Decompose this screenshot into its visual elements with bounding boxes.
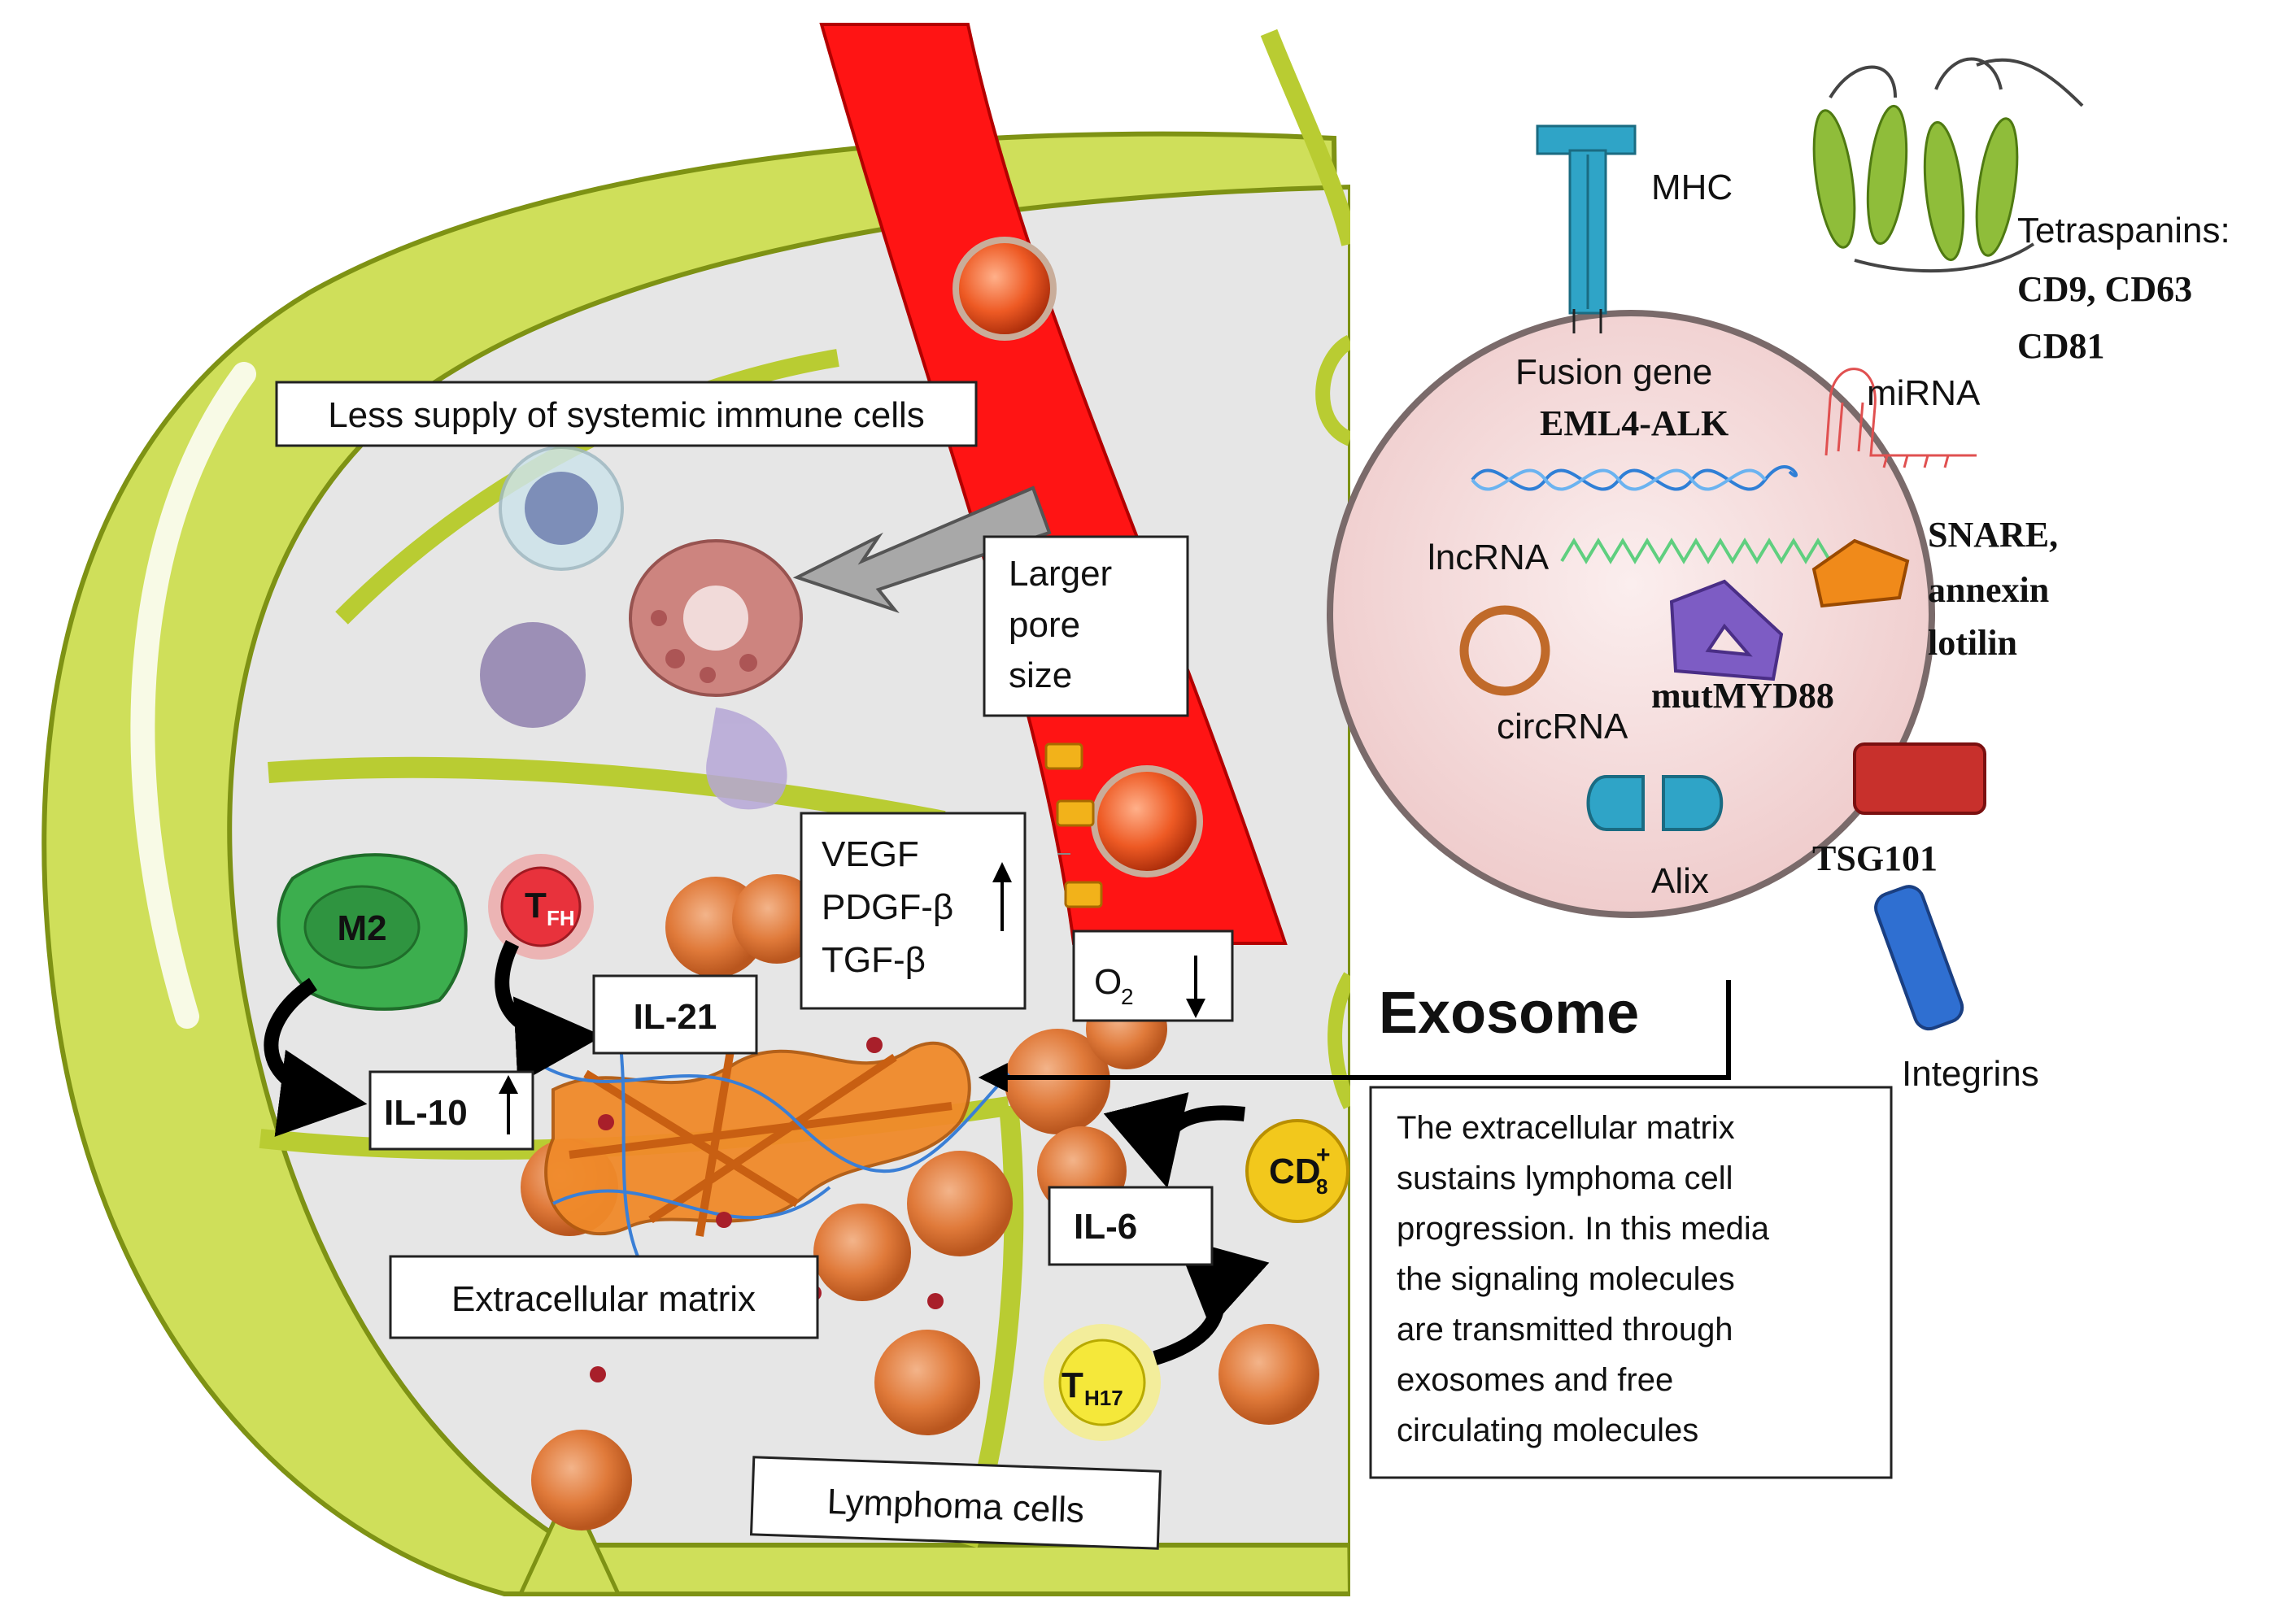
hairpin-rna-icon [1824, 368, 1977, 468]
lymphoma-cell [1005, 1029, 1110, 1134]
tetraspanin-icon [1812, 57, 2084, 273]
ring-icon [1459, 605, 1550, 696]
larger-pore-line-3: size [1009, 655, 1072, 695]
dna-helix-icon [1471, 465, 1798, 491]
description-line: progression. In this media [1397, 1211, 1770, 1247]
cd8-superscript: + [1316, 1142, 1331, 1169]
il6-label: IL-6 [1074, 1207, 1137, 1247]
curved-arrow-icon [264, 853, 1270, 1365]
mutmyd88-label: mutMYD88 [1651, 676, 1834, 716]
description-line: circulating molecules [1397, 1413, 1698, 1448]
less-supply-label: Less supply of systemic immune cells [328, 395, 925, 435]
snare-label: SNARE, [1928, 515, 2058, 555]
integrins-label: Integrins [1902, 1054, 2039, 1094]
tsg101-icon [1853, 742, 1986, 815]
description-line: The extracellular matrix [1397, 1110, 1735, 1146]
exosome-connector-arrow [978, 980, 1731, 1092]
tetraspanins-line-2: CD9, CD63 [2017, 269, 2192, 309]
il10-label: IL-10 [384, 1093, 468, 1133]
fusion-gene-label: Fusion gene [1515, 352, 1712, 392]
lymphoma-label: Lymphoma cells [826, 1482, 1085, 1530]
il6-box: IL-6 [1048, 1186, 1214, 1266]
down-arrow-icon [1186, 956, 1205, 1018]
up-arrow-icon [992, 862, 1012, 931]
exosome-title: Exosome [1379, 981, 1639, 1046]
mhc-label: MHC [1651, 168, 1733, 207]
lncrna-icon [1560, 538, 1832, 564]
ecm-label: Extracellular matrix [451, 1279, 756, 1319]
up-arrow-icon [499, 1075, 518, 1134]
il21-label: IL-21 [634, 997, 717, 1037]
description-text: The extracellular matrix sustains lympho… [1397, 1110, 1778, 1448]
lymphoma-cell [907, 1151, 1013, 1256]
vegf-label: VEGF [822, 834, 919, 874]
tfh-subscript: FH [547, 906, 575, 930]
lymphoma-cell [732, 874, 822, 964]
capsule-highlight [130, 362, 256, 1029]
tetraspanins-line-3: CD81 [2017, 326, 2105, 366]
il21-box: IL-21 [592, 974, 758, 1055]
tfh-cell: T FH [488, 854, 594, 960]
tsg101-label: TSG101 [1812, 838, 1938, 878]
lotilin-label: lotilin [1928, 623, 2017, 663]
cd8-cell: CD 8 + [1245, 1119, 1349, 1223]
integrin-icon [1874, 885, 1964, 1031]
circrna-label: circRNA [1497, 707, 1628, 747]
septum [1260, 28, 1359, 246]
eml4-alk-label: EML4-ALK [1540, 403, 1729, 443]
tfh-label: T [525, 886, 547, 925]
exosome: MHC Tetraspanins: CD9, CD63 CD81 Fusion … [1327, 57, 2230, 1094]
septum [1327, 972, 1358, 1110]
circulating-cell [1091, 765, 1203, 877]
mhc-icon [1536, 124, 1637, 333]
mirna-label: miRNA [1867, 373, 1981, 413]
ecm-box: Extracellular matrix [389, 1255, 819, 1339]
tetraspanins-label: Tetraspanins: [2017, 211, 2230, 250]
description-line: exosomes and free [1397, 1362, 1673, 1398]
il10-box: IL-10 [368, 1070, 534, 1151]
lncrna-label: lncRNA [1428, 538, 1550, 577]
lymphoma-cell [1218, 1324, 1319, 1425]
larger-pore-line-2: pore [1009, 605, 1080, 645]
lymphoma-cell [874, 1330, 980, 1435]
o2-subscript: 2 [1121, 984, 1134, 1009]
snare-icon [1811, 538, 1910, 608]
description-line: are transmitted through [1397, 1312, 1733, 1348]
alix-label: Alix [1651, 861, 1709, 901]
tgf-label: TGF-β [822, 940, 926, 980]
vessel-pores [1044, 742, 1103, 908]
growth-factors-box: VEGF PDGF-β TGF-β [800, 812, 1027, 1010]
alix-icon [1586, 775, 1724, 831]
o2-label: O [1094, 962, 1122, 1002]
mutmyd88-icon [1669, 579, 1784, 681]
th17-label: T [1062, 1365, 1083, 1405]
annexin-label: annexin [1928, 570, 2049, 610]
cd8-label: CD [1269, 1152, 1321, 1191]
lymphoma-box: Lymphoma cells [749, 1456, 1162, 1550]
circulating-cell [953, 237, 1057, 341]
lymphoma-cell [531, 1430, 632, 1530]
larger-pore-line-1: Larger [1009, 554, 1112, 594]
pdgf-label: PDGF-β [822, 887, 953, 927]
less-supply-box: Less supply of systemic immune cells [275, 381, 978, 447]
o2-box: O 2 [1072, 930, 1234, 1022]
th17-cell: T H17 [1044, 1324, 1161, 1441]
description-line: sustains lymphoma cell [1397, 1160, 1733, 1196]
cd8-subscript: 8 [1316, 1174, 1327, 1199]
m2-macrophage: M2 [277, 853, 468, 1011]
larger-pore-box: Larger pore size [983, 535, 1189, 717]
description-box: The extracellular matrix sustains lympho… [1369, 1086, 1893, 1479]
m2-label: M2 [337, 908, 386, 948]
description-line: the signaling molecules [1397, 1261, 1735, 1297]
lymphoma-cells-group [521, 874, 1319, 1530]
septum [268, 756, 946, 832]
lymphoma-cell [813, 1204, 911, 1301]
systemic-immune-cells [480, 446, 803, 810]
septum [1315, 334, 1354, 446]
efferent-vessel [517, 1483, 621, 1596]
th17-subscript: H17 [1084, 1386, 1123, 1410]
